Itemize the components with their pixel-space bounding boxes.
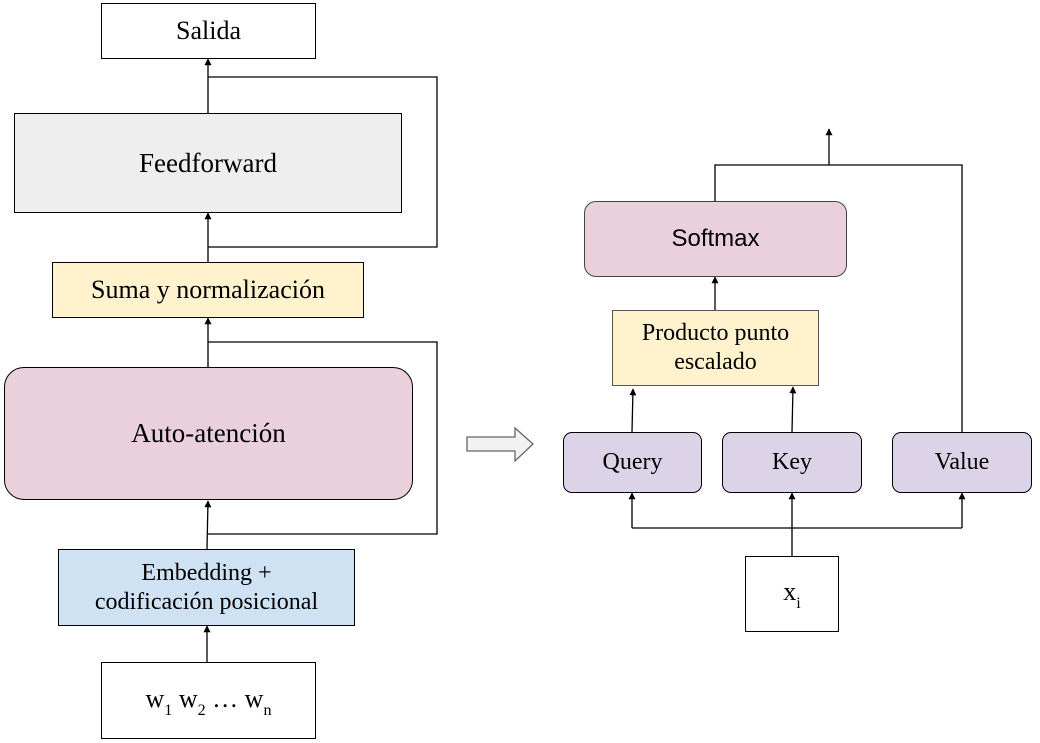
tokens-box: w1 w2 … wn	[101, 662, 316, 739]
query-box: Query	[563, 432, 702, 493]
key-box: Key	[722, 432, 862, 493]
token-ellipsis: …	[212, 683, 239, 713]
input-label: xi	[783, 577, 801, 613]
scaled-dot-product-box: Producto punto escalado	[612, 310, 819, 386]
token-sequence: w1 w2 … wn	[145, 683, 271, 719]
token-wn: wn	[244, 683, 272, 719]
value-box: Value	[892, 432, 1032, 493]
value-label: Value	[934, 449, 990, 476]
feedforward-box: Feedforward	[14, 113, 402, 213]
arrow-query-to-product	[629, 388, 637, 433]
self-attention-label: Auto-atención	[131, 418, 286, 449]
token-w2: w2	[178, 683, 206, 719]
scaled-dot-product-line1: Producto punto	[641, 320, 790, 347]
arrow-key-to-product	[789, 386, 797, 433]
output-label: Salida	[176, 16, 241, 46]
arrow-embedding-to-attention	[204, 500, 212, 550]
embedding-label-line2: codificación posicional	[94, 588, 319, 615]
input-box: xi	[745, 556, 839, 632]
transition-arrow-icon	[466, 426, 534, 463]
scaled-dot-product-line2: escalado	[674, 349, 757, 375]
embedding-label-line1: Embedding +	[141, 559, 272, 586]
residual-feedforward	[208, 76, 438, 248]
query-label: Query	[602, 449, 663, 476]
softmax-box: Softmax	[584, 201, 847, 277]
add-norm-label: Suma y normalización	[91, 275, 325, 305]
output-box: Salida	[101, 3, 316, 59]
token-w1: w1	[145, 683, 173, 719]
key-label: Key	[772, 449, 812, 476]
softmax-label: Softmax	[671, 224, 760, 252]
embedding-box: Embedding + codificación posicional	[58, 549, 355, 626]
residual-attention	[208, 341, 438, 535]
feedforward-label: Feedforward	[139, 147, 277, 178]
self-attention-box: Auto-atención	[4, 367, 413, 500]
connector-value-softmax	[714, 164, 963, 432]
add-norm-box: Suma y normalización	[52, 262, 364, 318]
